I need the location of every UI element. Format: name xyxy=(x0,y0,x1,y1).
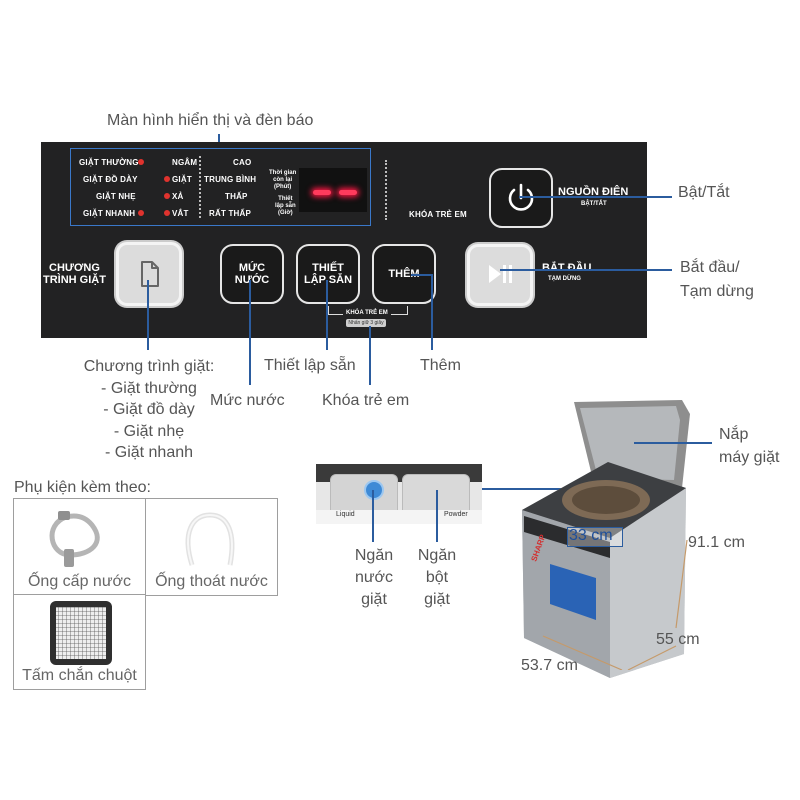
level-rat-thap: RẤT THẤP xyxy=(209,209,252,218)
child-lock-label: Khóa trẻ em xyxy=(322,392,410,409)
preset-leader-line xyxy=(326,280,328,350)
step-led-3 xyxy=(164,193,170,199)
display-segment-1 xyxy=(313,190,331,195)
display-frame xyxy=(70,148,371,226)
preset-label: Thiết lập sẵn xyxy=(264,357,356,374)
program-giat-nhe: GIẶT NHẸ xyxy=(96,192,136,201)
program-giat-nhanh: GIẶT NHANH xyxy=(83,209,136,218)
drawer-connector-line xyxy=(482,488,572,490)
press-hint-badge: Nhấn giữ 3 giây xyxy=(346,319,386,327)
start-label: Bắt đầu/Tạm dừng xyxy=(680,259,754,300)
height-dimension-label: 91.1 cm xyxy=(688,534,745,551)
power-title: NGUỒN ĐIỆN xyxy=(558,186,629,198)
washing-machine-image: SHARP xyxy=(522,400,690,678)
add-leader-line xyxy=(411,274,432,276)
step-xa: XẢ xyxy=(172,192,184,201)
program-giat-do-day: GIẶT ĐỒ DÀY xyxy=(83,175,138,184)
child-lock-indicator: KHÓA TRẺ EM xyxy=(409,210,467,219)
step-giat: GIẶT xyxy=(172,175,192,184)
add-label: Thêm xyxy=(420,357,461,374)
display-label: Màn hình hiển thị và đèn báo xyxy=(107,112,314,129)
level-thap: THẤP xyxy=(225,192,248,201)
dimension-lines xyxy=(542,540,688,670)
start-subtitle: TẠM DỪNG xyxy=(548,276,581,282)
control-panel: GIẶT THƯỜNG GIẶT ĐỒ DÀY GIẶT NHẸ GIẶT NH… xyxy=(41,142,647,338)
display-segment-2 xyxy=(339,190,357,195)
inlet-hose-icon xyxy=(49,511,100,567)
liquid-text: Liquid xyxy=(336,511,355,518)
depth-dimension-label: 55 cm xyxy=(656,631,700,648)
play-pause-icon xyxy=(489,265,512,283)
start-leader-line xyxy=(500,269,672,271)
add-leader-line-v xyxy=(431,274,433,350)
program-button[interactable] xyxy=(116,242,182,306)
power-icon xyxy=(508,183,534,211)
drain-hose-icon xyxy=(185,512,235,566)
level-cao: CAO xyxy=(233,158,252,167)
step-ngam: NGÂM xyxy=(172,158,198,167)
level-trung-binh: TRUNG BÌNH xyxy=(204,175,257,184)
start-title: BẮT ĐẦU xyxy=(542,262,592,274)
rat-guard-label: Tấm chắn chuột xyxy=(22,667,137,684)
power-label: Bật/Tắt xyxy=(678,184,730,201)
softener-compartment xyxy=(330,474,398,516)
water-level-label: Mức nước xyxy=(210,392,285,409)
water-leader-line xyxy=(249,280,251,385)
tub-dimension-label: 33 cm xyxy=(569,527,613,544)
drain-hose-label: Ống thoát nước xyxy=(155,573,268,590)
start-pause-button[interactable] xyxy=(467,244,533,306)
step-led-2 xyxy=(164,176,170,182)
powder-text: Powder xyxy=(444,511,468,518)
program-label: Chương trình giặt: - Giặt thường - Giặt … xyxy=(83,358,215,461)
dotted-separator-2 xyxy=(385,160,389,220)
detergent-drawer-image: Liquid Powder xyxy=(316,464,482,524)
inlet-hose-label: Ống cấp nước xyxy=(27,573,132,590)
time-display xyxy=(299,168,367,212)
lid-leader-line xyxy=(634,442,712,444)
power-button[interactable] xyxy=(489,168,553,228)
accessory-rat-guard: Tấm chắn chuột xyxy=(13,594,146,690)
program-leader-line xyxy=(147,280,149,350)
add-button[interactable]: THÊM xyxy=(372,244,436,304)
accessories-title: Phụ kiện kèm theo: xyxy=(14,479,151,496)
step-vat: VẮT xyxy=(172,209,189,218)
accessory-inlet-hose: Ống cấp nước xyxy=(13,498,146,596)
program-giat-thuong: GIẶT THƯỜNG xyxy=(79,158,139,167)
dotted-separator-1 xyxy=(199,156,203,218)
program-led-1 xyxy=(138,159,144,165)
power-subtitle: BẬT/TẮT xyxy=(581,201,607,207)
softener-cap xyxy=(364,480,384,500)
accessory-drain-hose: Ống thoát nước xyxy=(145,498,278,596)
softener-leader-line xyxy=(372,490,374,542)
power-leader-line xyxy=(519,196,672,198)
rat-guard-icon xyxy=(50,601,112,665)
file-icon xyxy=(141,261,159,287)
child-lock-sub: KHÓA TRẺ EM xyxy=(343,310,391,316)
program-led-4 xyxy=(138,210,144,216)
step-led-4 xyxy=(164,210,170,216)
display-leader-line xyxy=(218,134,220,149)
width-dimension-label: 53.7 cm xyxy=(521,657,578,674)
childlock-leader-line xyxy=(369,326,371,385)
powder-leader-line xyxy=(436,490,438,542)
tub-measure-box xyxy=(567,527,623,547)
